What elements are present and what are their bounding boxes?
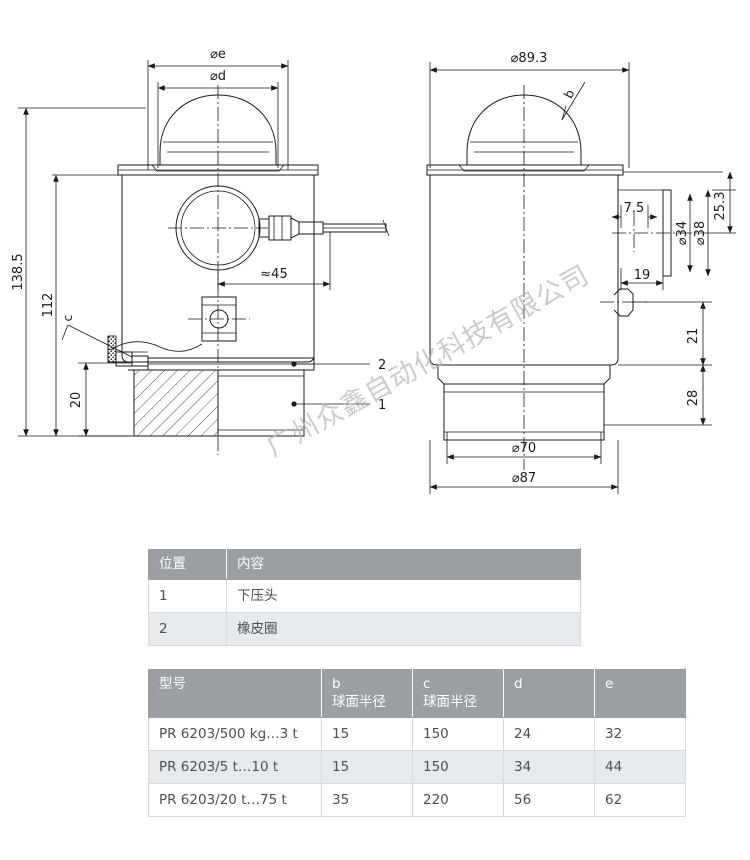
dim-label-height-total: 138.5: [11, 253, 26, 290]
cell-b: 15: [321, 750, 413, 785]
internal-contour: [109, 341, 203, 352]
callout-label-2: 2: [378, 358, 386, 373]
cell-d: 56: [503, 783, 595, 818]
callout-label-1: 1: [378, 398, 386, 413]
dim-label-diameter-70: ⌀70: [512, 441, 536, 456]
left-view-group: ⌀e ⌀d 138.5 112: [11, 47, 390, 455]
dim-21: 21: [618, 301, 712, 366]
dim-label-radius-c: c: [60, 314, 75, 321]
header-b-sub: 球面半径: [332, 694, 386, 711]
bottom-boss: [443, 383, 605, 441]
cell-d: 34: [503, 750, 595, 785]
cell-e: 62: [594, 783, 686, 818]
header-position: 位置: [148, 547, 227, 581]
dim-label-cable-offset: ≈45: [260, 267, 287, 282]
callout-1: 1: [291, 398, 386, 413]
dim-25-3: 25.3: [700, 171, 736, 234]
dome-outline: [159, 94, 277, 165]
header-e: e: [594, 667, 686, 719]
dim-label-25-3: 25.3: [713, 192, 728, 221]
detail-view: 7.5 19 ⌀34 ⌀38: [611, 171, 736, 290]
dim-diameter-d: ⌀d: [157, 69, 279, 168]
table-header-row: 位置 内容: [148, 547, 581, 581]
technical-drawings: ⌀e ⌀d 138.5 112: [11, 47, 736, 494]
cell-content: 下压头: [226, 579, 581, 614]
cell-position: 1: [148, 579, 227, 614]
header-b: b 球面半径: [321, 667, 413, 719]
header-model: 型号: [148, 667, 322, 719]
dim-diameter-34: ⌀34: [675, 193, 693, 273]
cell-model: PR 6203/5 t…10 t: [148, 750, 322, 785]
table-header-row: 型号 b 球面半径 c 球面半径 d e: [148, 667, 686, 719]
dim-label-diameter-34: ⌀34: [675, 221, 690, 245]
cell-model: PR 6203/500 kg…3 t: [148, 717, 322, 752]
side-fitting: [188, 296, 250, 342]
dim-height-body: 112: [41, 174, 120, 437]
dim-label-diameter-d: ⌀d: [210, 69, 226, 84]
dome-outline-right: [466, 94, 582, 165]
dim-19: 19: [620, 268, 664, 290]
header-c-main: c: [423, 676, 431, 692]
header-b-main: b: [332, 676, 341, 692]
cell-e: 32: [594, 717, 686, 752]
right-view-group: ⌀89.3 b 7.5: [426, 51, 736, 494]
oring-region: [115, 351, 149, 367]
dim-diameter-89-3: ⌀89.3: [429, 51, 630, 168]
dim-diameter-87: ⌀87: [429, 440, 619, 494]
cell-b: 15: [321, 717, 413, 752]
dim-label-diameter-87: ⌀87: [512, 471, 536, 486]
dim-radius-b: b: [561, 81, 586, 121]
model-spec-table: 型号 b 球面半径 c 球面半径 d e PR 6203/500 kg…3 t …: [148, 667, 686, 818]
dim-diameter-e: ⌀e: [147, 47, 289, 170]
cell-position: 2: [148, 612, 227, 647]
flange-seat: [151, 164, 285, 172]
table-row: PR 6203/20 t…75 t 35 220 56 62: [148, 783, 686, 818]
table-row: 2 橡皮圈: [148, 612, 581, 647]
cell-model: PR 6203/20 t…75 t: [148, 783, 322, 818]
callout-2: 2: [291, 358, 386, 373]
table-row: PR 6203/500 kg…3 t 15 150 24 32: [148, 717, 686, 752]
dim-28: 28: [604, 364, 712, 426]
dim-label-diameter-89-3: ⌀89.3: [511, 51, 548, 66]
cell-b: 35: [321, 783, 413, 818]
position-table: 位置 内容 1 下压头 2 橡皮圈: [148, 547, 581, 647]
cell-content: 橡皮圈: [226, 612, 581, 647]
dim-radius-c: c: [60, 314, 133, 358]
table-row: 1 下压头: [148, 579, 581, 614]
dim-7-5: 7.5: [611, 201, 658, 228]
dim-cable-offset: ≈45: [217, 232, 331, 290]
cable-clip: [613, 288, 634, 317]
seal-knurl-left: [107, 335, 117, 363]
cell-d: 24: [503, 717, 595, 752]
cable-gland: [258, 215, 390, 241]
cell-c: 150: [412, 717, 504, 752]
header-c-sub: 球面半径: [423, 694, 477, 711]
dim-label-base-height: 20: [69, 392, 84, 409]
table-row: PR 6203/5 t…10 t 15 150 34 44: [148, 750, 686, 785]
dim-base-height: 20: [69, 362, 132, 437]
header-d: d: [503, 667, 595, 719]
dim-label-21: 21: [686, 328, 701, 345]
dim-diameter-70: ⌀70: [446, 432, 602, 464]
dim-label-19: 19: [634, 268, 651, 283]
dim-height-total: 138.5: [11, 107, 146, 437]
body-outline-right: [429, 175, 619, 366]
cell-c: 150: [412, 750, 504, 785]
dim-label-7-5: 7.5: [624, 201, 645, 216]
dim-label-diameter-e: ⌀e: [210, 47, 226, 62]
cell-c: 220: [412, 783, 504, 818]
dim-label-28: 28: [686, 390, 701, 407]
header-c: c 球面半径: [412, 667, 504, 719]
dim-label-height-body: 112: [41, 293, 56, 318]
cell-e: 44: [594, 750, 686, 785]
lower-pressure-head: [128, 369, 310, 437]
header-content: 内容: [226, 547, 581, 581]
